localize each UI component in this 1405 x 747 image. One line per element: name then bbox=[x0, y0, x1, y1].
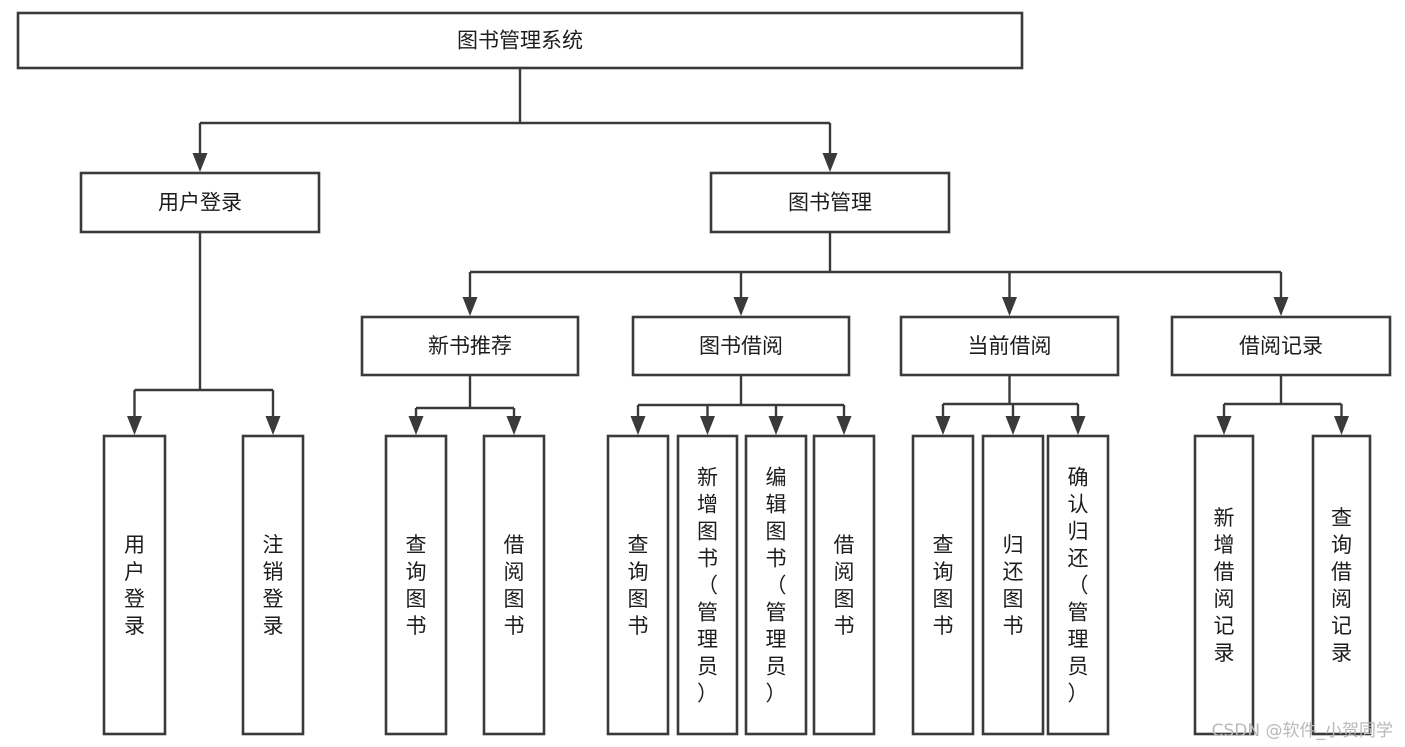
node-current-borrow[interactable]: 当前借阅 bbox=[899, 315, 1120, 377]
node-leaf-query-book-recommend[interactable]: 查询图书 bbox=[384, 434, 448, 736]
node-box-leaf-add-borrow-record bbox=[1193, 434, 1255, 736]
node-leaf-confirm-return-admin[interactable]: 确认归还（管理员） bbox=[1046, 434, 1110, 736]
node-box-book-management bbox=[709, 171, 951, 234]
node-leaf-user-login[interactable]: 用户登录 bbox=[102, 434, 167, 736]
arrow-head-icon bbox=[630, 416, 646, 435]
node-leaf-borrow-book-recommend[interactable]: 借阅图书 bbox=[482, 434, 546, 736]
node-box-book-borrow bbox=[631, 315, 851, 377]
node-new-book-recommend[interactable]: 新书推荐 bbox=[360, 315, 580, 377]
node-label-book-management: 图书管理 bbox=[788, 191, 872, 215]
csdn-watermark: CSDN @软件_小贺同学 bbox=[1211, 721, 1393, 741]
node-label-leaf-add-book-admin: 新增图书（管理员） bbox=[697, 466, 718, 706]
node-label-root: 图书管理系统 bbox=[457, 29, 583, 53]
arrow-head-icon bbox=[1273, 297, 1289, 316]
node-user-login[interactable]: 用户登录 bbox=[79, 171, 321, 234]
node-leaf-query-book-current[interactable]: 查询图书 bbox=[911, 434, 975, 736]
node-borrow-record[interactable]: 借阅记录 bbox=[1170, 315, 1392, 377]
node-box-leaf-logout-login bbox=[241, 434, 305, 736]
arrow-head-icon bbox=[1005, 416, 1021, 435]
node-box-new-book-recommend bbox=[360, 315, 580, 377]
arrow-head-icon bbox=[768, 416, 784, 435]
node-box-leaf-query-borrow-record bbox=[1311, 434, 1372, 736]
node-box-leaf-user-login bbox=[102, 434, 167, 736]
node-box-user-login bbox=[79, 171, 321, 234]
node-box-current-borrow bbox=[899, 315, 1120, 377]
node-label-leaf-query-borrow-record: 查询借阅记录 bbox=[1331, 506, 1352, 665]
node-box-leaf-confirm-return-admin bbox=[1046, 434, 1110, 736]
node-box-leaf-query-book-recommend bbox=[384, 434, 448, 736]
node-box-leaf-query-book-borrow bbox=[606, 434, 670, 736]
node-book-management[interactable]: 图书管理 bbox=[709, 171, 951, 234]
node-book-borrow[interactable]: 图书借阅 bbox=[631, 315, 851, 377]
node-leaf-return-book[interactable]: 归还图书 bbox=[981, 434, 1045, 736]
node-box-leaf-return-book bbox=[981, 434, 1045, 736]
node-box-leaf-borrow-book-recommend bbox=[482, 434, 546, 736]
arrow-head-icon bbox=[935, 416, 951, 435]
arrow-head-icon bbox=[408, 416, 424, 435]
arrow-head-icon bbox=[127, 416, 142, 435]
arrow-head-icon bbox=[836, 416, 852, 435]
arrow-head-icon bbox=[1216, 416, 1232, 435]
node-box-root bbox=[16, 11, 1024, 70]
node-leaf-borrow-book[interactable]: 借阅图书 bbox=[812, 434, 876, 736]
arrow-head-icon bbox=[822, 153, 838, 172]
arrow-head-icon bbox=[462, 297, 478, 316]
node-box-leaf-edit-book-admin bbox=[744, 434, 808, 736]
node-label-new-book-recommend: 新书推荐 bbox=[428, 334, 512, 358]
node-leaf-query-borrow-record[interactable]: 查询借阅记录 bbox=[1311, 434, 1372, 736]
node-label-leaf-query-book-current: 查询图书 bbox=[933, 533, 954, 638]
node-label-current-borrow: 当前借阅 bbox=[968, 334, 1052, 358]
arrow-head-icon bbox=[733, 297, 749, 316]
node-leaf-add-borrow-record[interactable]: 新增借阅记录 bbox=[1193, 434, 1255, 736]
arrow-head-icon bbox=[1334, 416, 1349, 435]
node-box-leaf-borrow-book bbox=[812, 434, 876, 736]
node-leaf-edit-book-admin[interactable]: 编辑图书（管理员） bbox=[744, 434, 808, 736]
arrow-head-icon bbox=[1002, 297, 1017, 316]
node-box-borrow-record bbox=[1170, 315, 1392, 377]
nodes-layer: 图书管理系统用户登录图书管理新书推荐图书借阅当前借阅借阅记录用户登录注销登录查询… bbox=[16, 11, 1392, 736]
node-label-leaf-query-book-borrow: 查询图书 bbox=[628, 533, 649, 638]
node-label-leaf-return-book: 归还图书 bbox=[1003, 533, 1024, 638]
node-label-leaf-borrow-book: 借阅图书 bbox=[834, 533, 855, 638]
arrow-head-icon bbox=[700, 416, 715, 435]
node-box-leaf-add-book-admin bbox=[676, 434, 739, 736]
arrow-head-icon bbox=[192, 153, 208, 172]
node-label-user-login: 用户登录 bbox=[158, 191, 242, 215]
node-leaf-add-book-admin[interactable]: 新增图书（管理员） bbox=[676, 434, 739, 736]
node-box-leaf-query-book-current bbox=[911, 434, 975, 736]
node-label-leaf-edit-book-admin: 编辑图书（管理员） bbox=[766, 466, 787, 706]
node-root[interactable]: 图书管理系统 bbox=[16, 11, 1024, 70]
node-label-leaf-query-book-recommend: 查询图书 bbox=[406, 533, 427, 638]
arrow-head-icon bbox=[1070, 416, 1086, 435]
node-label-book-borrow: 图书借阅 bbox=[699, 334, 783, 358]
node-leaf-query-book-borrow[interactable]: 查询图书 bbox=[606, 434, 670, 736]
arrow-head-icon bbox=[506, 416, 522, 435]
node-label-borrow-record: 借阅记录 bbox=[1239, 334, 1323, 358]
node-label-leaf-add-borrow-record: 新增借阅记录 bbox=[1214, 506, 1235, 665]
node-label-leaf-borrow-book-recommend: 借阅图书 bbox=[504, 533, 525, 638]
connectors-layer bbox=[127, 68, 1349, 435]
node-label-leaf-confirm-return-admin: 确认归还（管理员） bbox=[1068, 466, 1089, 706]
arrow-head-icon bbox=[265, 416, 281, 435]
node-label-leaf-user-login: 用户登录 bbox=[124, 533, 145, 638]
node-label-leaf-logout-login: 注销登录 bbox=[263, 533, 284, 638]
node-leaf-logout-login[interactable]: 注销登录 bbox=[241, 434, 305, 736]
